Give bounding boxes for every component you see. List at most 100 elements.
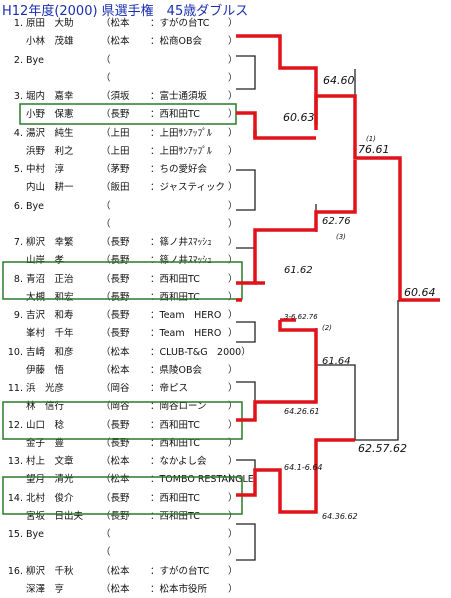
entry-name: 堀内 嘉幸 xyxy=(26,91,74,102)
entry-name: 山口 稔 xyxy=(26,419,65,431)
score-label: 64.26.61 xyxy=(284,407,320,416)
entry-club: ：県陵OB会 xyxy=(150,364,202,376)
entry-close: ） xyxy=(228,18,238,29)
entry-close: ） xyxy=(228,36,238,48)
entry-close: ） xyxy=(228,383,238,394)
entry-name: 村上 文章 xyxy=(26,456,74,467)
entry-club: ：Team HERO xyxy=(150,328,222,340)
entry-pref: （岡谷 xyxy=(101,401,130,413)
bracket-line xyxy=(316,364,356,440)
entry-club: ：富士通須坂 xyxy=(150,91,208,102)
entry-club: ：すがの台TC xyxy=(150,18,210,29)
entry-close: ） xyxy=(228,328,238,340)
entry-seed: 14. xyxy=(7,492,23,504)
entry-club: ：西和田TC xyxy=(150,273,200,285)
entry-pref: （長野 xyxy=(101,310,130,321)
entry-name: 内山 耕一 xyxy=(26,182,74,194)
entry-pref: （長野 xyxy=(101,255,130,267)
bracket: 64.60 60.63 (1) 76.61 62.76 (3) 61.62 60… xyxy=(2,34,440,561)
entry-name: 吉崎 和彦 xyxy=(26,346,74,358)
entry-pref: （松本 xyxy=(101,565,130,577)
page-title: H12年度(2000) 県選手権 45歳ダブルス xyxy=(2,4,249,19)
entry-club: ：西和田TC xyxy=(150,291,200,303)
entry-name: 峯村 千年 xyxy=(26,328,74,340)
entry-close: ） xyxy=(228,456,238,467)
entry-name: 柳沢 千秋 xyxy=(26,565,74,577)
entry-close: ） xyxy=(228,510,238,522)
entry-club: ：篠ノ井ｽﾏｯｼｭ xyxy=(150,237,212,248)
entry-pref: （ xyxy=(101,200,111,212)
entry-pref: （松本 xyxy=(101,474,130,486)
entry-close: ） xyxy=(228,291,238,303)
score-label: 76.61 xyxy=(358,143,390,156)
entry-seed: 6. xyxy=(13,200,23,212)
entry-close: ） xyxy=(228,200,238,212)
entry-club: ：上田ｻﾝｱｯﾌﾟﾙ xyxy=(150,127,212,139)
entry-close: ） xyxy=(228,145,238,157)
score-label: 64.36.62 xyxy=(322,512,358,521)
entry-pref: （松本 xyxy=(101,36,130,48)
entry-close: ） xyxy=(228,565,238,577)
score-label: 60.64 xyxy=(404,286,436,299)
entry-seed: 7. xyxy=(13,237,23,248)
entry-close: ） xyxy=(228,401,238,413)
score-label: 62.76 xyxy=(322,216,351,227)
entry-close: ） xyxy=(228,54,238,66)
entry-name: 望月 清光 xyxy=(26,474,74,486)
entry-pref: （松本 xyxy=(101,18,130,29)
entry-seed: 5. xyxy=(13,164,23,175)
entry-close: ） xyxy=(228,310,238,321)
entry-close: ） xyxy=(228,72,238,84)
entry-pref: （ xyxy=(101,547,111,559)
score-label: 62.57.62 xyxy=(358,442,407,455)
entry-club: ：西和田TC xyxy=(150,419,200,431)
entry-name: Bye xyxy=(26,200,44,212)
entry-close: ） xyxy=(228,182,238,194)
entry-close: ） xyxy=(228,127,238,139)
bracket-line xyxy=(236,523,256,561)
entry-pref: （長野 xyxy=(101,109,130,121)
entry-pref: （上田 xyxy=(101,145,130,157)
entry-name: 山岸 孝 xyxy=(26,255,65,267)
entry-club: ：西和田TC xyxy=(150,109,200,121)
bracket-line xyxy=(236,321,256,343)
entry-pref: （松本 xyxy=(101,346,130,358)
bracket-line xyxy=(236,381,256,405)
entry-pref: （上田 xyxy=(101,127,130,139)
score-label: 61.64 xyxy=(322,356,351,367)
score-label: 3-6.62.76 xyxy=(284,313,318,321)
entry-club: ：ジャスティック xyxy=(150,182,225,194)
entry-pref: （長野 xyxy=(101,273,130,285)
entry-name: Bye xyxy=(26,529,44,540)
entry-pref: （ xyxy=(101,529,111,540)
entry-close: ） xyxy=(228,529,238,540)
entry-close: ） xyxy=(228,255,238,267)
score-label: 64.1-6.64 xyxy=(284,463,323,472)
entry-close: ） xyxy=(228,419,238,431)
entry-name: 吉沢 和寿 xyxy=(26,310,74,321)
winner-line xyxy=(398,215,440,302)
entry-club: ：Team HERO xyxy=(150,310,222,321)
entry-seed: 3. xyxy=(13,91,23,102)
entry-seed: 8. xyxy=(13,273,23,285)
entry-pref: （長野 xyxy=(101,510,130,522)
entry-club: ：すがの台TC xyxy=(150,565,210,577)
entry-name: 浜野 利之 xyxy=(26,145,74,157)
entry-pref: （須坂 xyxy=(101,91,130,102)
entry-close: ） xyxy=(228,164,238,175)
entry-name: 浜 光彦 xyxy=(26,383,65,394)
entry-name: 金子 豊 xyxy=(26,437,65,449)
score-label: 64.60 xyxy=(323,74,355,87)
winner-line xyxy=(236,438,355,514)
entry-name: 小野 保憲 xyxy=(26,109,74,121)
entry-club: ：上田ｻﾝｱｯﾌﾟﾙ xyxy=(150,145,212,157)
entry-close: ） xyxy=(228,364,238,376)
entry-seed: 11. xyxy=(7,383,23,394)
entry-close: ） xyxy=(228,474,238,486)
entry-name: 湯沢 純生 xyxy=(26,127,74,139)
entry-pref: （ xyxy=(101,218,111,230)
entry-pref: （岡谷 xyxy=(101,383,130,394)
entry-close: ） xyxy=(228,492,238,504)
highlight-box-8 xyxy=(2,261,243,300)
bracket-line xyxy=(236,247,256,269)
